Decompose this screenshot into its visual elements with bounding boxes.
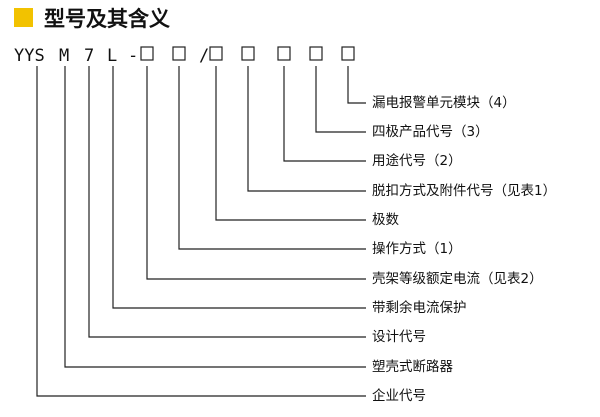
code-placeholder-boxes <box>140 46 355 61</box>
label-poles: 极数 <box>372 212 399 228</box>
code-prefix: YYS <box>14 46 45 66</box>
connector-four-pole <box>315 66 366 133</box>
label-leakage-alarm-module: 漏电报警单元模块（4） <box>372 95 516 111</box>
connector-design-code <box>88 66 366 338</box>
connector-operation-mode <box>178 66 366 250</box>
connector-frame-current <box>146 66 366 280</box>
label-frame-rated-current: 壳架等级额定电流（见表2） <box>372 270 543 287</box>
connector-company-code <box>36 66 366 397</box>
label-trip-accessory-code: 脱扣方式及附件代号（见表1） <box>372 183 556 199</box>
code-seven: 7 <box>84 46 94 66</box>
box-operation-mode <box>140 46 154 61</box>
title-marker-square <box>14 8 33 27</box>
connector-leakage-module <box>347 66 366 104</box>
code-m: M <box>59 46 69 66</box>
label-design-code: 设计代号 <box>372 329 426 345</box>
label-usage-code: 用途代号（2） <box>372 152 462 169</box>
code-l: L <box>107 46 117 66</box>
label-operation-mode: 操作方式（1） <box>372 241 462 257</box>
connector-residual-protection <box>112 66 366 309</box>
box-leakage-module <box>341 46 355 61</box>
box-poles <box>209 46 223 61</box>
label-four-pole-code: 四极产品代号（3） <box>372 124 489 140</box>
box-trip-accessory <box>241 46 255 61</box>
box-usage <box>277 46 291 61</box>
connector-moulded-case <box>64 66 366 368</box>
code-dash: - <box>128 46 138 66</box>
connector-usage <box>283 66 366 162</box>
connector-lines <box>36 66 366 397</box>
label-company-code: 企业代号 <box>372 387 426 404</box>
connector-poles <box>215 66 366 221</box>
label-moulded-case-breaker: 塑壳式断路器 <box>372 359 453 375</box>
code-slash: / <box>199 46 209 66</box>
box-frame-current <box>172 46 186 61</box>
page-title: 型号及其含义 <box>44 7 170 31</box>
connector-trip-accessory <box>247 66 366 192</box>
label-residual-current-protection: 带剩余电流保护 <box>372 299 467 316</box>
box-four-pole <box>309 46 323 61</box>
